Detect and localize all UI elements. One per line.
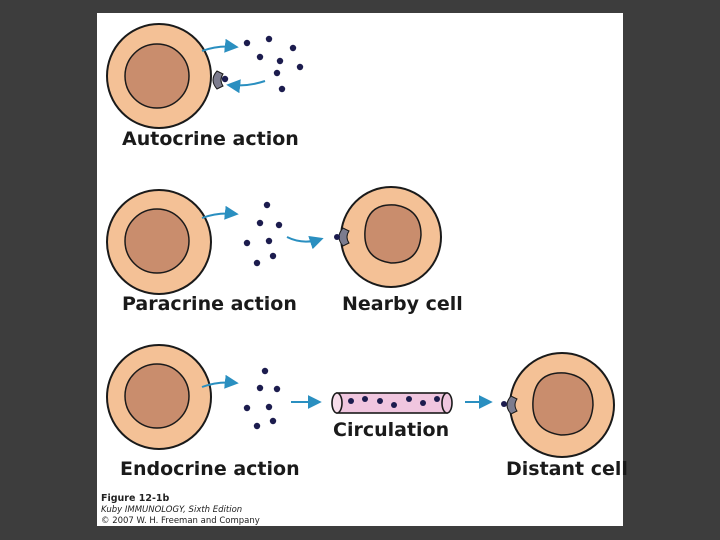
cytokine-dots bbox=[243, 201, 283, 267]
receptor-icon bbox=[506, 395, 518, 415]
endocrine-label: Endocrine action bbox=[120, 458, 300, 480]
cytokine-dots bbox=[243, 367, 281, 430]
nearby-cell-label: Nearby cell bbox=[342, 293, 463, 315]
paracrine-label: Paracrine action bbox=[122, 293, 297, 315]
figure-caption: Figure 12-1b Kuby IMMUNOLOGY, Sixth Edit… bbox=[101, 493, 260, 527]
receptor-icon bbox=[212, 70, 224, 90]
distant-cell-label: Distant cell bbox=[506, 458, 628, 480]
autocrine-cell bbox=[106, 23, 212, 129]
cytokine-dots bbox=[221, 35, 304, 93]
autocrine-label: Autocrine action bbox=[122, 128, 299, 150]
circulation-vessel bbox=[331, 392, 453, 414]
secretion-arrow-icon bbox=[201, 205, 239, 220]
figure-panel: Autocrine action Paracrine action Nearby… bbox=[97, 13, 628, 527]
nearby-cell bbox=[340, 186, 442, 288]
endocrine-cell bbox=[106, 344, 212, 450]
distant-cell bbox=[509, 352, 615, 458]
receptor-icon bbox=[338, 227, 350, 247]
secretion-arrow-icon bbox=[201, 374, 239, 389]
copyright: © 2007 W. H. Freeman and Company bbox=[101, 516, 260, 526]
diffusion-arrow-icon bbox=[286, 235, 324, 250]
figure-number: Figure 12-1b bbox=[101, 493, 170, 504]
paracrine-cell bbox=[106, 189, 212, 295]
circulation-label: Circulation bbox=[333, 419, 450, 441]
diagram-graphic bbox=[106, 23, 615, 458]
return-arrow-icon bbox=[226, 79, 266, 94]
book-title: Kuby IMMUNOLOGY, Sixth Edition bbox=[101, 505, 243, 515]
secretion-arrow-icon bbox=[201, 38, 239, 53]
